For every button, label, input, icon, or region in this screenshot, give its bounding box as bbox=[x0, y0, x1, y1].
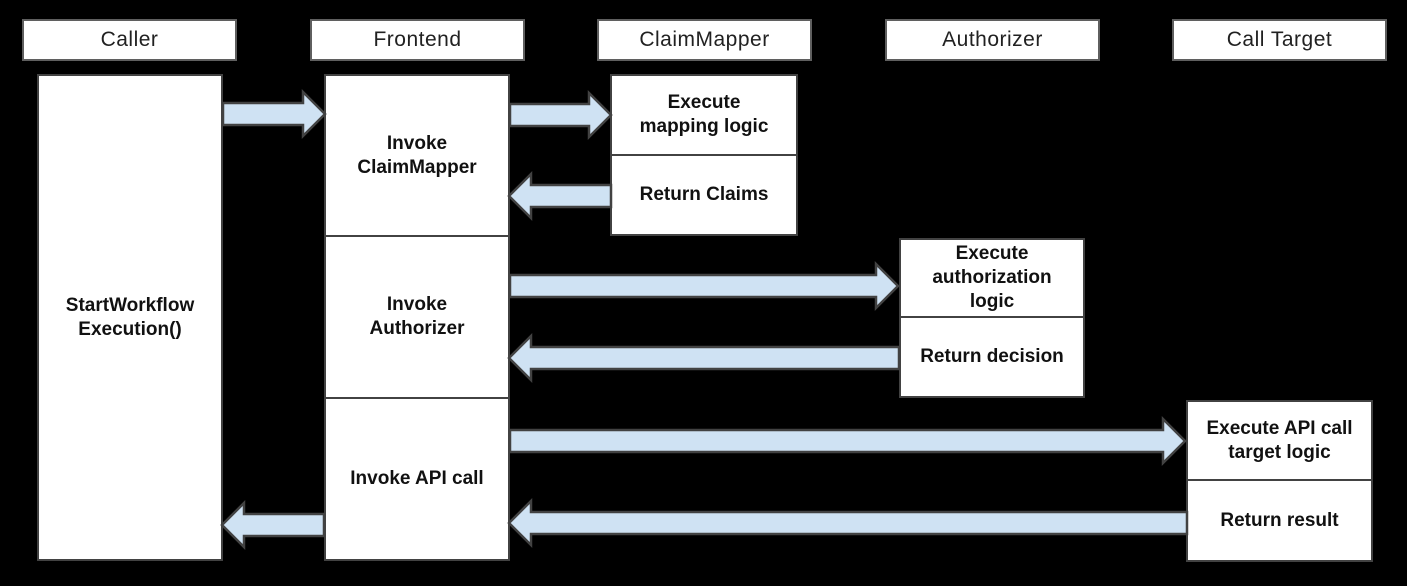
box-return-claims: Return Claims bbox=[610, 154, 798, 236]
box-start-workflow-execution: StartWorkflow Execution() bbox=[37, 74, 223, 561]
arrow-claimmapper-return-to-frontend bbox=[507, 170, 613, 222]
arrow-call-target-return-to-frontend bbox=[507, 497, 1189, 549]
arrow-authorizer-return-to-frontend bbox=[507, 332, 901, 384]
lane-header-call-target: Call Target bbox=[1172, 19, 1387, 61]
arrow-frontend-to-call-target bbox=[508, 415, 1187, 467]
box-execute-api-call-target-logic: Execute API call target logic bbox=[1186, 400, 1373, 481]
lane-header-claimmapper: ClaimMapper bbox=[597, 19, 812, 61]
box-invoke-authorizer-label: Invoke Authorizer bbox=[369, 294, 465, 339]
box-execute-api-call-target-logic-label: Execute API call target logic bbox=[1206, 417, 1353, 463]
box-execute-authorization-logic-label: Execute authorization logic bbox=[932, 243, 1052, 312]
arrow-frontend-to-claimmapper bbox=[508, 89, 613, 141]
box-return-decision: Return decision bbox=[899, 316, 1085, 398]
arrow-frontend-return-to-caller bbox=[220, 499, 326, 551]
box-return-result: Return result bbox=[1186, 479, 1373, 562]
box-return-claims-label: Return Claims bbox=[639, 184, 769, 206]
box-execute-mapping-logic: Execute mapping logic bbox=[610, 74, 798, 156]
box-execute-authorization-logic: Execute authorization logic bbox=[899, 238, 1085, 318]
arrow-caller-to-frontend bbox=[221, 88, 327, 140]
box-start-workflow-execution-label: StartWorkflow Execution() bbox=[65, 294, 195, 340]
lane-header-caller: Caller bbox=[22, 19, 237, 61]
box-invoke-api-call-label: Invoke API call bbox=[350, 468, 484, 490]
box-invoke-authorizer: Invoke Authorizer bbox=[324, 235, 510, 399]
lane-header-authorizer: Authorizer bbox=[885, 19, 1100, 61]
box-return-decision-label: Return decision bbox=[920, 346, 1064, 368]
box-invoke-claimmapper: Invoke ClaimMapper bbox=[324, 74, 510, 237]
box-invoke-api-call: Invoke API call bbox=[324, 397, 510, 561]
box-execute-mapping-logic-label: Execute mapping logic bbox=[639, 92, 769, 137]
box-invoke-claimmapper-label: Invoke ClaimMapper bbox=[357, 132, 477, 178]
lane-header-frontend: Frontend bbox=[310, 19, 525, 61]
box-return-result-label: Return result bbox=[1220, 509, 1339, 531]
arrow-frontend-to-authorizer bbox=[508, 260, 900, 312]
